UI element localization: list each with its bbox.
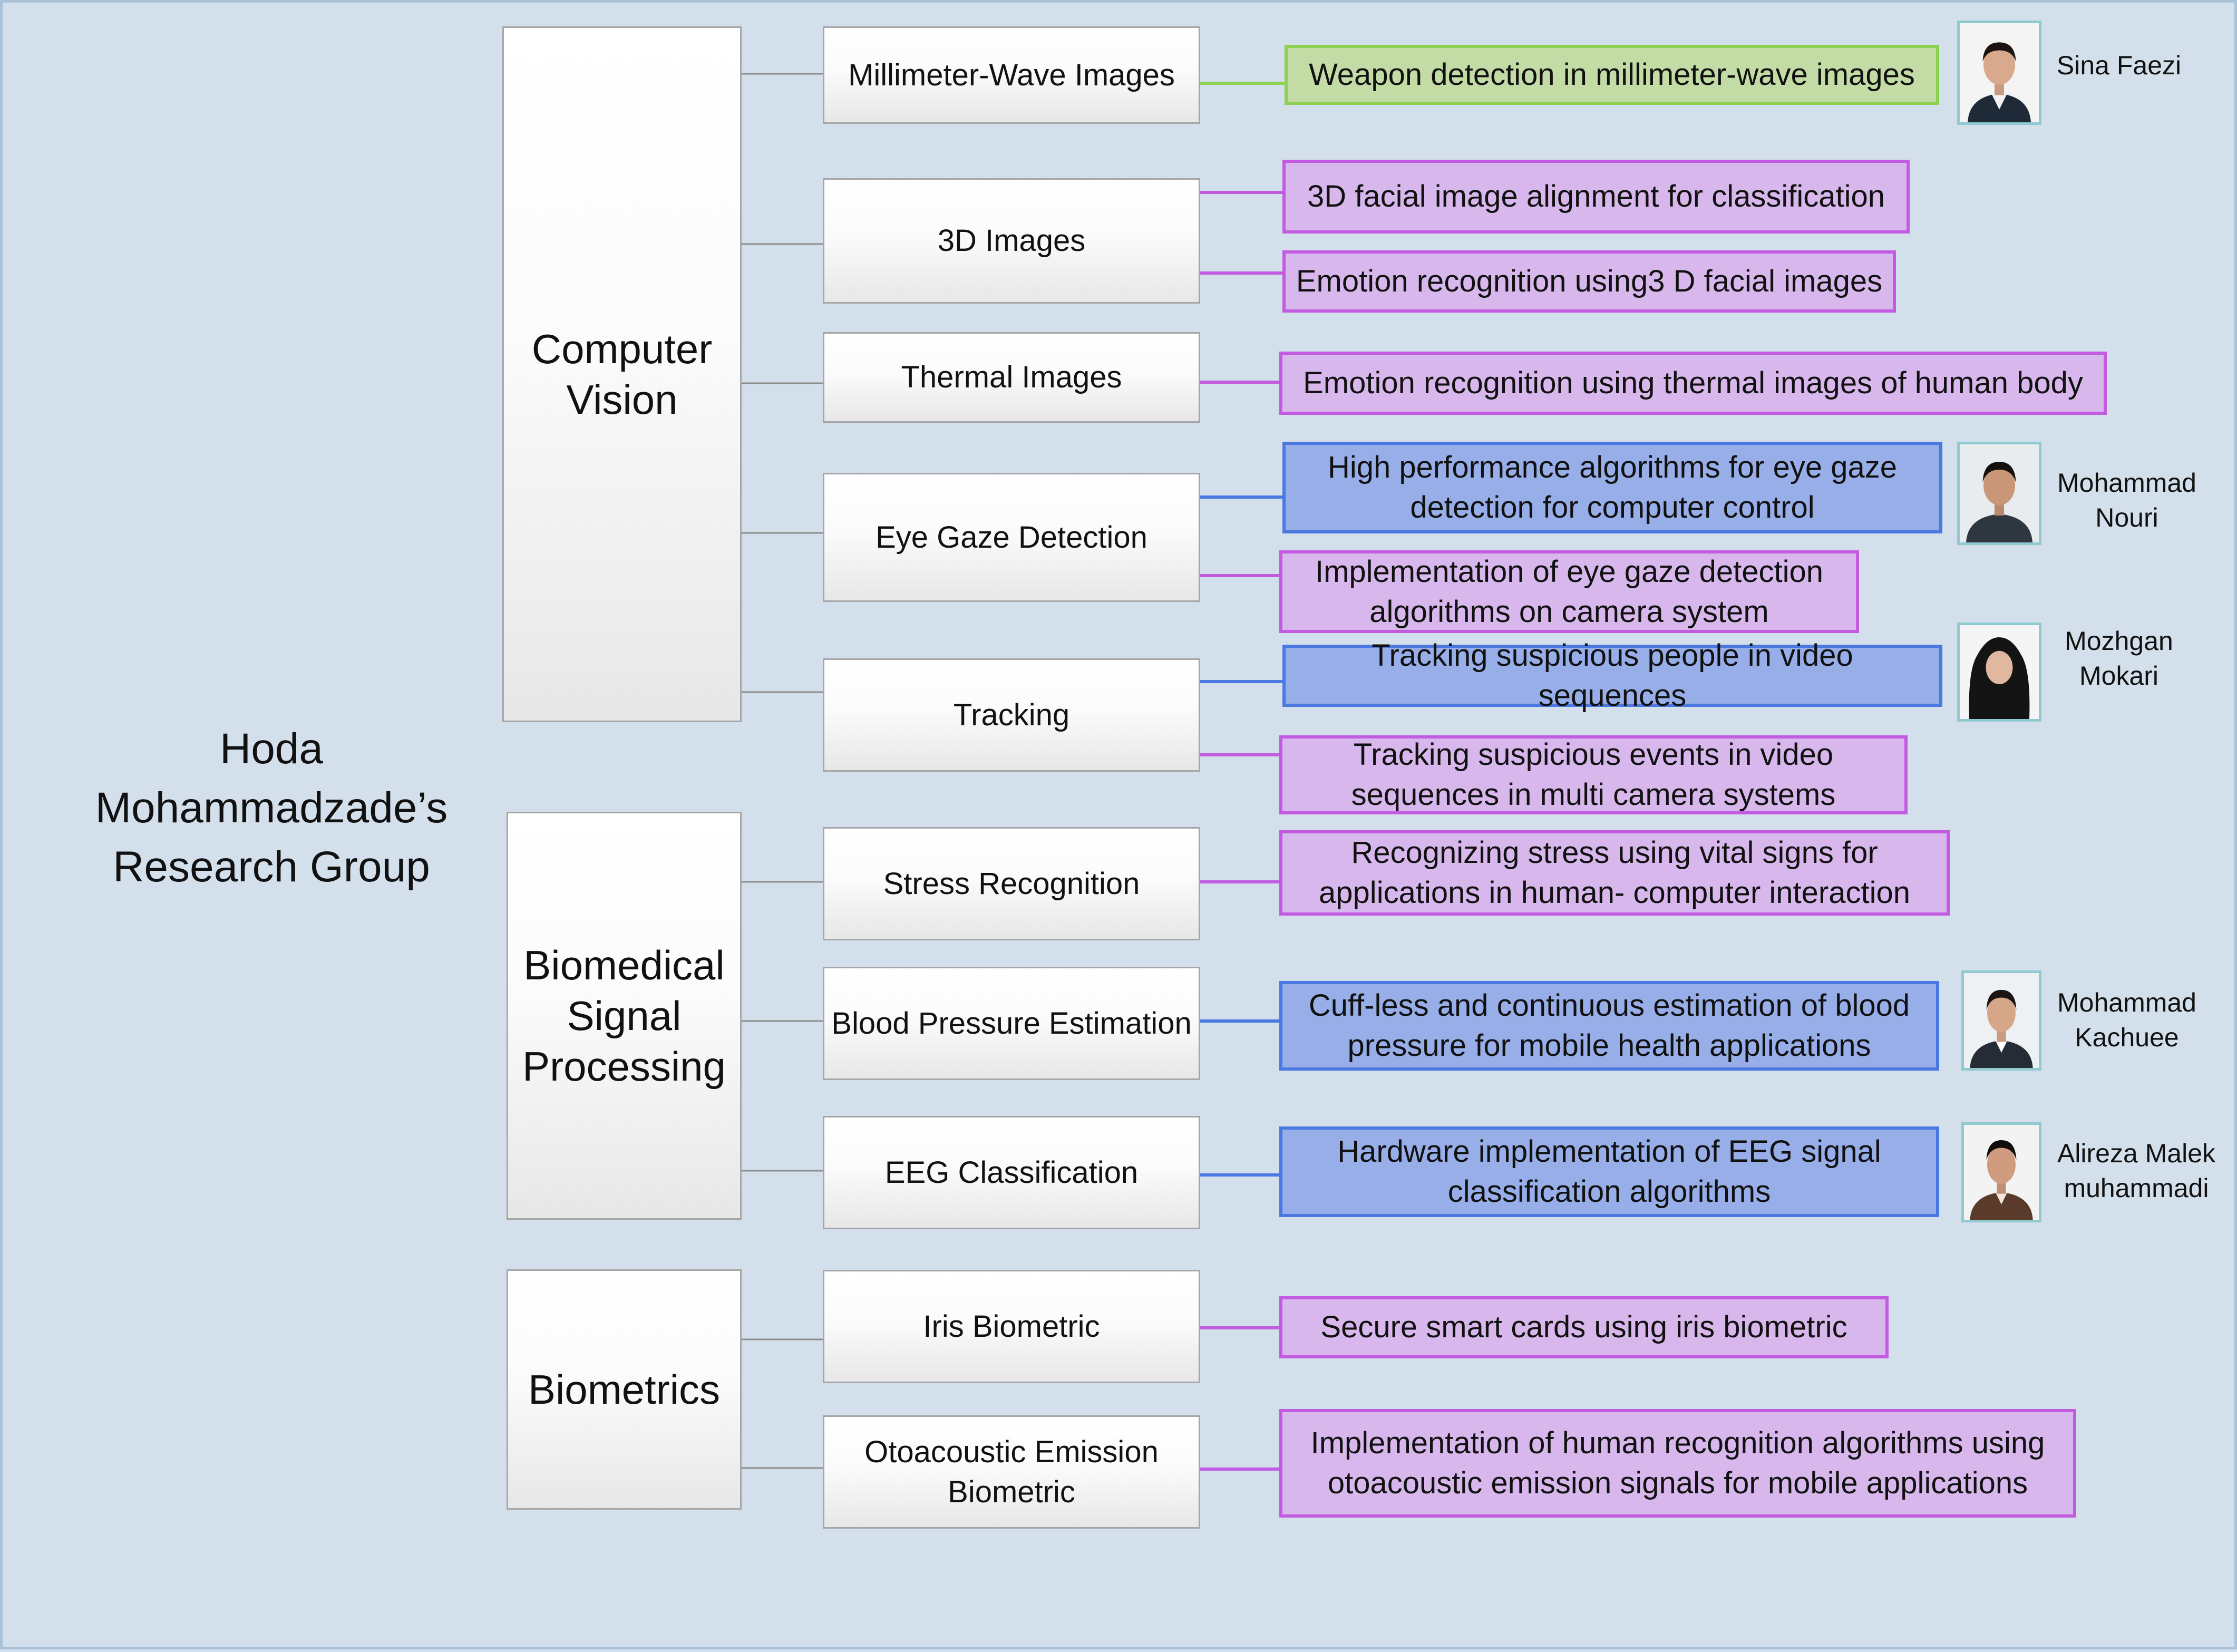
person-name-mozhgan-mokari: Mozhgan Mokari <box>2048 624 2190 693</box>
person-name-sina-faezi: Sina Faezi <box>2048 48 2190 83</box>
topic-stress-recognition: Stress Recognition <box>823 827 1200 940</box>
project-label-line: otoacoustic emission signals for mobile … <box>1327 1466 2028 1500</box>
topic-millimeter-wave-images: Millimeter-Wave Images <box>823 26 1200 124</box>
topic-label: Tracking <box>953 697 1070 732</box>
category-label-line: Vision <box>566 376 678 423</box>
group-title: Hoda Mohammadzade’s Research Group <box>66 720 477 897</box>
project-3d-facial-alignment: 3D facial image alignment for classifica… <box>1282 160 1910 234</box>
person-name-line: Sina Faezi <box>2056 51 2182 80</box>
person-name-line: Mokari <box>2079 661 2159 691</box>
topic-label: Eye Gaze Detection <box>876 520 1147 555</box>
project-label-line: Hardware implementation of EEG signal <box>1337 1134 1881 1169</box>
category-label-line: Computer <box>531 326 713 372</box>
topic-label: Thermal Images <box>901 360 1122 394</box>
project-label-line: Cuff-less and continuous estimation of b… <box>1308 988 1910 1023</box>
project-label-line: classification algorithms <box>1447 1174 1771 1209</box>
topic-eye-gaze-detection: Eye Gaze Detection <box>823 473 1200 602</box>
topic-label: 3D Images <box>937 223 1086 258</box>
topic-label-line: Biometric <box>948 1474 1075 1509</box>
project-label-line: pressure for mobile health applications <box>1347 1028 1871 1063</box>
category-computer-vision: Computer Vision <box>502 26 742 722</box>
category-biometrics: Biometrics <box>507 1269 742 1510</box>
project-secure-smart-cards: Secure smart cards using iris biometric <box>1279 1296 1889 1358</box>
project-label: Tracking suspicious people in video sequ… <box>1372 638 1853 713</box>
project-eye-gaze-camera: Implementation of eye gaze detection alg… <box>1279 550 1859 633</box>
project-label-line: sequences in multi camera systems <box>1351 778 1836 812</box>
topic-label: Stress Recognition <box>883 866 1140 901</box>
topic-blood-pressure-estimation: Blood Pressure Estimation <box>823 967 1200 1080</box>
person-name-line: Alireza Malek <box>2057 1139 2216 1168</box>
person-portrait-icon <box>1957 623 2041 722</box>
project-weapon-detection: Weapon detection in millimeter-wave imag… <box>1285 45 1939 105</box>
project-label-line: Tracking suspicious events in video <box>1353 737 1834 772</box>
topic-thermal-images: Thermal Images <box>823 332 1200 423</box>
person-name-line: muhammadi <box>2064 1173 2209 1203</box>
project-tracking-suspicious-events: Tracking suspicious events in video sequ… <box>1279 735 1908 814</box>
project-eeg-hardware: Hardware implementation of EEG signal cl… <box>1279 1126 1939 1217</box>
project-tracking-suspicious-people: Tracking suspicious people in video sequ… <box>1282 638 1942 713</box>
person-name-mohammad-kachuee: Mohammad Kachuee <box>2048 985 2206 1055</box>
person-name-line: Kachuee <box>2075 1023 2179 1052</box>
person-portrait-icon <box>1961 1122 2041 1222</box>
topic-label-line: Otoacoustic Emission <box>864 1434 1159 1469</box>
project-label: Emotion recognition using thermal images… <box>1303 366 2083 400</box>
person-name-line: Mozhgan <box>2065 626 2173 656</box>
project-emotion-3d-facial: Emotion recognition using3 D facial imag… <box>1282 250 1896 313</box>
category-biomedical-signal-processing: Biomedical Signal Processing <box>507 812 742 1220</box>
topic-label: Millimeter-Wave Images <box>848 57 1175 92</box>
topic-label: Iris Biometric <box>923 1309 1100 1344</box>
category-label-line: Signal <box>567 993 682 1039</box>
title-line-3: Research Group <box>113 843 430 891</box>
project-label-line: Implementation of human recognition algo… <box>1310 1426 2045 1460</box>
person-portrait-icon <box>1957 21 2041 125</box>
project-label: Weapon detection in millimeter-wave imag… <box>1309 57 1915 92</box>
topic-label: Blood Pressure Estimation <box>831 1006 1192 1041</box>
project-otoacoustic-recognition: Implementation of human recognition algo… <box>1279 1409 2076 1518</box>
category-label-line: Processing <box>522 1043 726 1090</box>
topic-iris-biometric: Iris Biometric <box>823 1270 1200 1383</box>
person-portrait-icon <box>1957 442 2041 545</box>
category-label-line: Biometrics <box>528 1366 721 1413</box>
project-label: Secure smart cards using iris biometric <box>1320 1310 1847 1344</box>
topic-3d-images: 3D Images <box>823 178 1200 304</box>
category-label-line: Biomedical <box>523 942 725 988</box>
person-name-line: Mohammad <box>2057 468 2196 498</box>
project-label-line: Recognizing stress using vital signs for <box>1351 835 1878 870</box>
project-eye-gaze-high-performance: High performance algorithms for eye gaze… <box>1282 442 1942 533</box>
person-name-alireza-malek-muhammadi: Alireza Malek muhammadi <box>2047 1136 2226 1206</box>
project-label: 3D facial image alignment for classifica… <box>1307 179 1885 213</box>
person-name-mohammad-nouri: Mohammad Nouri <box>2048 465 2206 535</box>
person-name-line: Mohammad <box>2057 988 2196 1017</box>
person-name-line: Nouri <box>2095 503 2158 532</box>
project-label-line: detection for computer control <box>1410 490 1815 524</box>
topic-eeg-classification: EEG Classification <box>823 1116 1200 1229</box>
project-label-line: High performance algorithms for eye gaze <box>1328 450 1897 484</box>
project-label-line: Implementation of eye gaze detection <box>1315 554 1824 589</box>
topic-label: EEG Classification <box>884 1155 1139 1190</box>
project-stress-vital-signs: Recognizing stress using vital signs for… <box>1279 830 1950 916</box>
title-line-1: Hoda <box>219 725 324 773</box>
topic-tracking: Tracking <box>823 658 1200 772</box>
project-label-line: algorithms on camera system <box>1369 594 1769 629</box>
project-cuffless-blood-pressure: Cuff-less and continuous estimation of b… <box>1279 981 1939 1071</box>
person-portrait-icon <box>1961 970 2041 1071</box>
project-emotion-thermal: Emotion recognition using thermal images… <box>1279 352 2107 415</box>
project-label: Emotion recognition using3 D facial imag… <box>1296 264 1883 298</box>
project-label-line: applications in human- computer interact… <box>1319 876 1910 910</box>
title-line-2: Mohammadzade’s <box>95 784 448 832</box>
topic-otoacoustic-emission-biometric: Otoacoustic Emission Biometric <box>823 1415 1200 1529</box>
